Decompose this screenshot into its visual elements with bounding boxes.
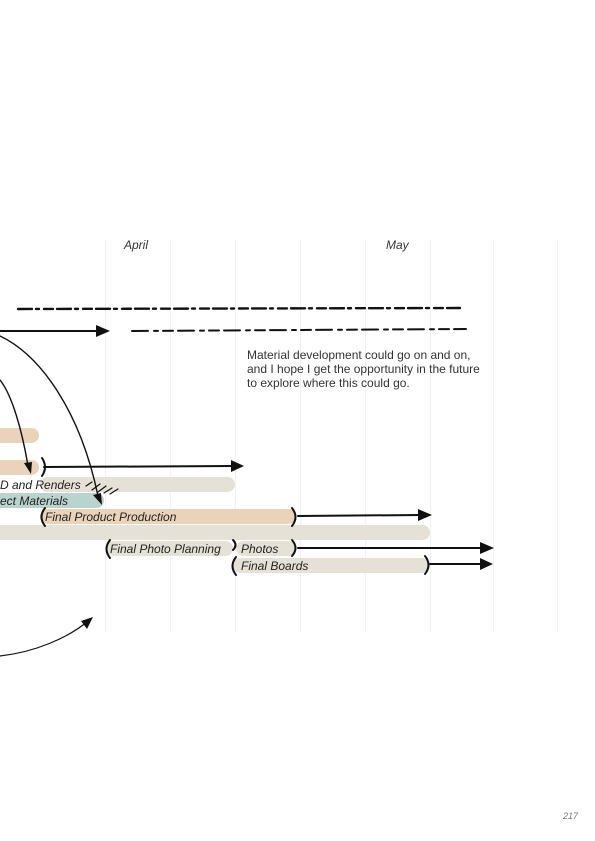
bracket	[41, 457, 46, 477]
task-label-cad-renders: D and Renders	[0, 478, 81, 492]
bracket	[231, 556, 237, 576]
arrowhead	[231, 460, 244, 472]
arrowhead	[93, 493, 102, 505]
bracket	[291, 507, 297, 527]
grid-line	[300, 240, 301, 632]
arrowhead	[24, 462, 32, 474]
grid-line	[430, 240, 431, 632]
task-label-select-materials: ect Materials	[0, 494, 69, 508]
grid-line	[493, 240, 494, 632]
task-bar-final-product-production	[40, 509, 296, 524]
task-label-final-photo-planning: Final Photo Planning	[110, 542, 221, 556]
task-bar-cad-renders	[40, 477, 235, 492]
dashed-line	[131, 328, 467, 332]
task-bar-final-photo-planning	[106, 541, 233, 556]
bracket	[40, 507, 46, 527]
grid-line	[557, 240, 558, 632]
arrow-line	[43, 465, 235, 468]
bracket	[232, 539, 237, 551]
task-bar-photos	[236, 541, 296, 556]
grid-line	[235, 240, 236, 632]
grid-line	[105, 240, 106, 632]
bracket	[105, 539, 111, 559]
month-april: April	[124, 238, 149, 252]
curved-arrow	[0, 335, 99, 497]
bracket	[424, 555, 430, 575]
curved-arrow	[0, 379, 29, 467]
month-may: May	[386, 238, 409, 252]
bracket	[291, 539, 297, 557]
task-label-final-boards: Final Boards	[241, 559, 309, 573]
curved-arrow	[0, 620, 89, 657]
page-number: 217	[562, 811, 578, 821]
arrowhead	[480, 558, 493, 570]
task-bar-final-boards	[233, 558, 429, 573]
task-bar	[0, 525, 430, 540]
arrowhead	[81, 617, 93, 629]
arrowhead	[418, 509, 432, 521]
scribble	[85, 481, 119, 495]
grid-line	[365, 240, 366, 632]
dashed-line	[16, 306, 462, 311]
grid-line	[170, 240, 171, 632]
task-bar-select-materials	[0, 493, 104, 508]
task-label-final-product-production: Final Product Production	[45, 510, 177, 524]
task-label-photos: Photos	[241, 542, 279, 556]
arrowhead	[480, 542, 494, 554]
task-bar	[0, 428, 39, 443]
arrow-line	[297, 514, 421, 517]
arrowhead	[96, 325, 110, 337]
note-text: Material development could go on and on,…	[247, 348, 480, 390]
